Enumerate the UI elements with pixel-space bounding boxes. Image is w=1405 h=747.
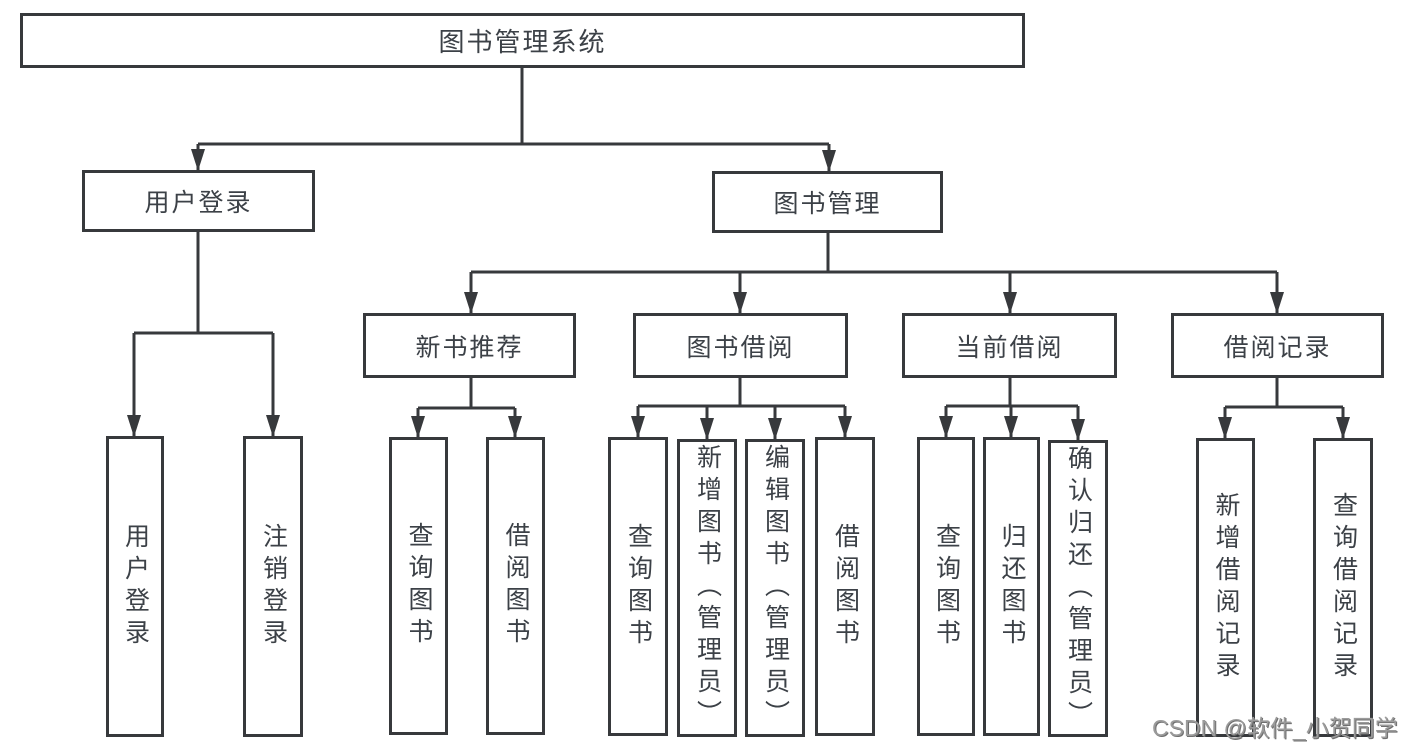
node-current-borrow: 当前借阅 [902,313,1117,378]
node-new-book-recommend: 新书推荐 [363,313,576,378]
node-label: 编辑图书（管理员） [761,444,790,732]
node-label: 确认归还（管理员） [1064,444,1093,733]
node-label: 图书管理系统 [438,27,607,57]
node-label: 查询图书 [624,522,653,651]
node-edit-book-admin: 编辑图书（管理员） [745,439,805,737]
node-borrow-records: 借阅记录 [1171,313,1384,378]
node-query-books-recommend: 查询图书 [389,437,448,735]
node-user-login: 用户登录 [106,436,164,737]
node-return-books: 归还图书 [983,437,1040,736]
node-label: 借阅记录 [1223,333,1332,362]
node-logout: 注销登录 [243,436,303,737]
node-label: 当前借阅 [955,333,1064,362]
node-library-management-system: 图书管理系统 [20,13,1025,68]
node-borrow-books-recommend: 借阅图书 [486,437,545,735]
node-add-book-admin: 新增图书（管理员） [677,439,737,737]
node-label: 新书推荐 [415,333,524,362]
node-label: 查询图书 [932,522,961,651]
node-label: 借阅图书 [831,522,860,651]
node-confirm-return-admin: 确认归还（管理员） [1048,440,1108,737]
node-book-borrow: 图书借阅 [633,313,848,378]
csdn-watermark: CSDN @软件_小贺同学 [1152,715,1398,741]
node-label: 查询图书 [405,522,433,650]
node-label: 图书管理 [773,190,882,218]
node-label: 借阅图书 [502,522,530,650]
node-user-login-module: 用户登录 [82,170,315,232]
node-label: 新增借阅记录 [1212,491,1240,684]
node-label: 用户登录 [144,189,253,217]
node-query-books-current: 查询图书 [917,437,975,736]
node-borrow-books: 借阅图书 [815,437,875,736]
node-label: 新增图书（管理员） [693,444,722,732]
node-book-management: 图书管理 [712,171,943,233]
node-query-books-borrow: 查询图书 [608,437,668,736]
node-label: 归还图书 [998,522,1026,651]
node-label: 用户登录 [121,522,150,651]
node-label: 注销登录 [259,522,288,651]
node-add-borrow-record: 新增借阅记录 [1196,438,1255,737]
node-query-borrow-record: 查询借阅记录 [1313,438,1373,737]
node-label: 图书借阅 [686,333,795,362]
node-label: 查询借阅记录 [1329,491,1358,684]
